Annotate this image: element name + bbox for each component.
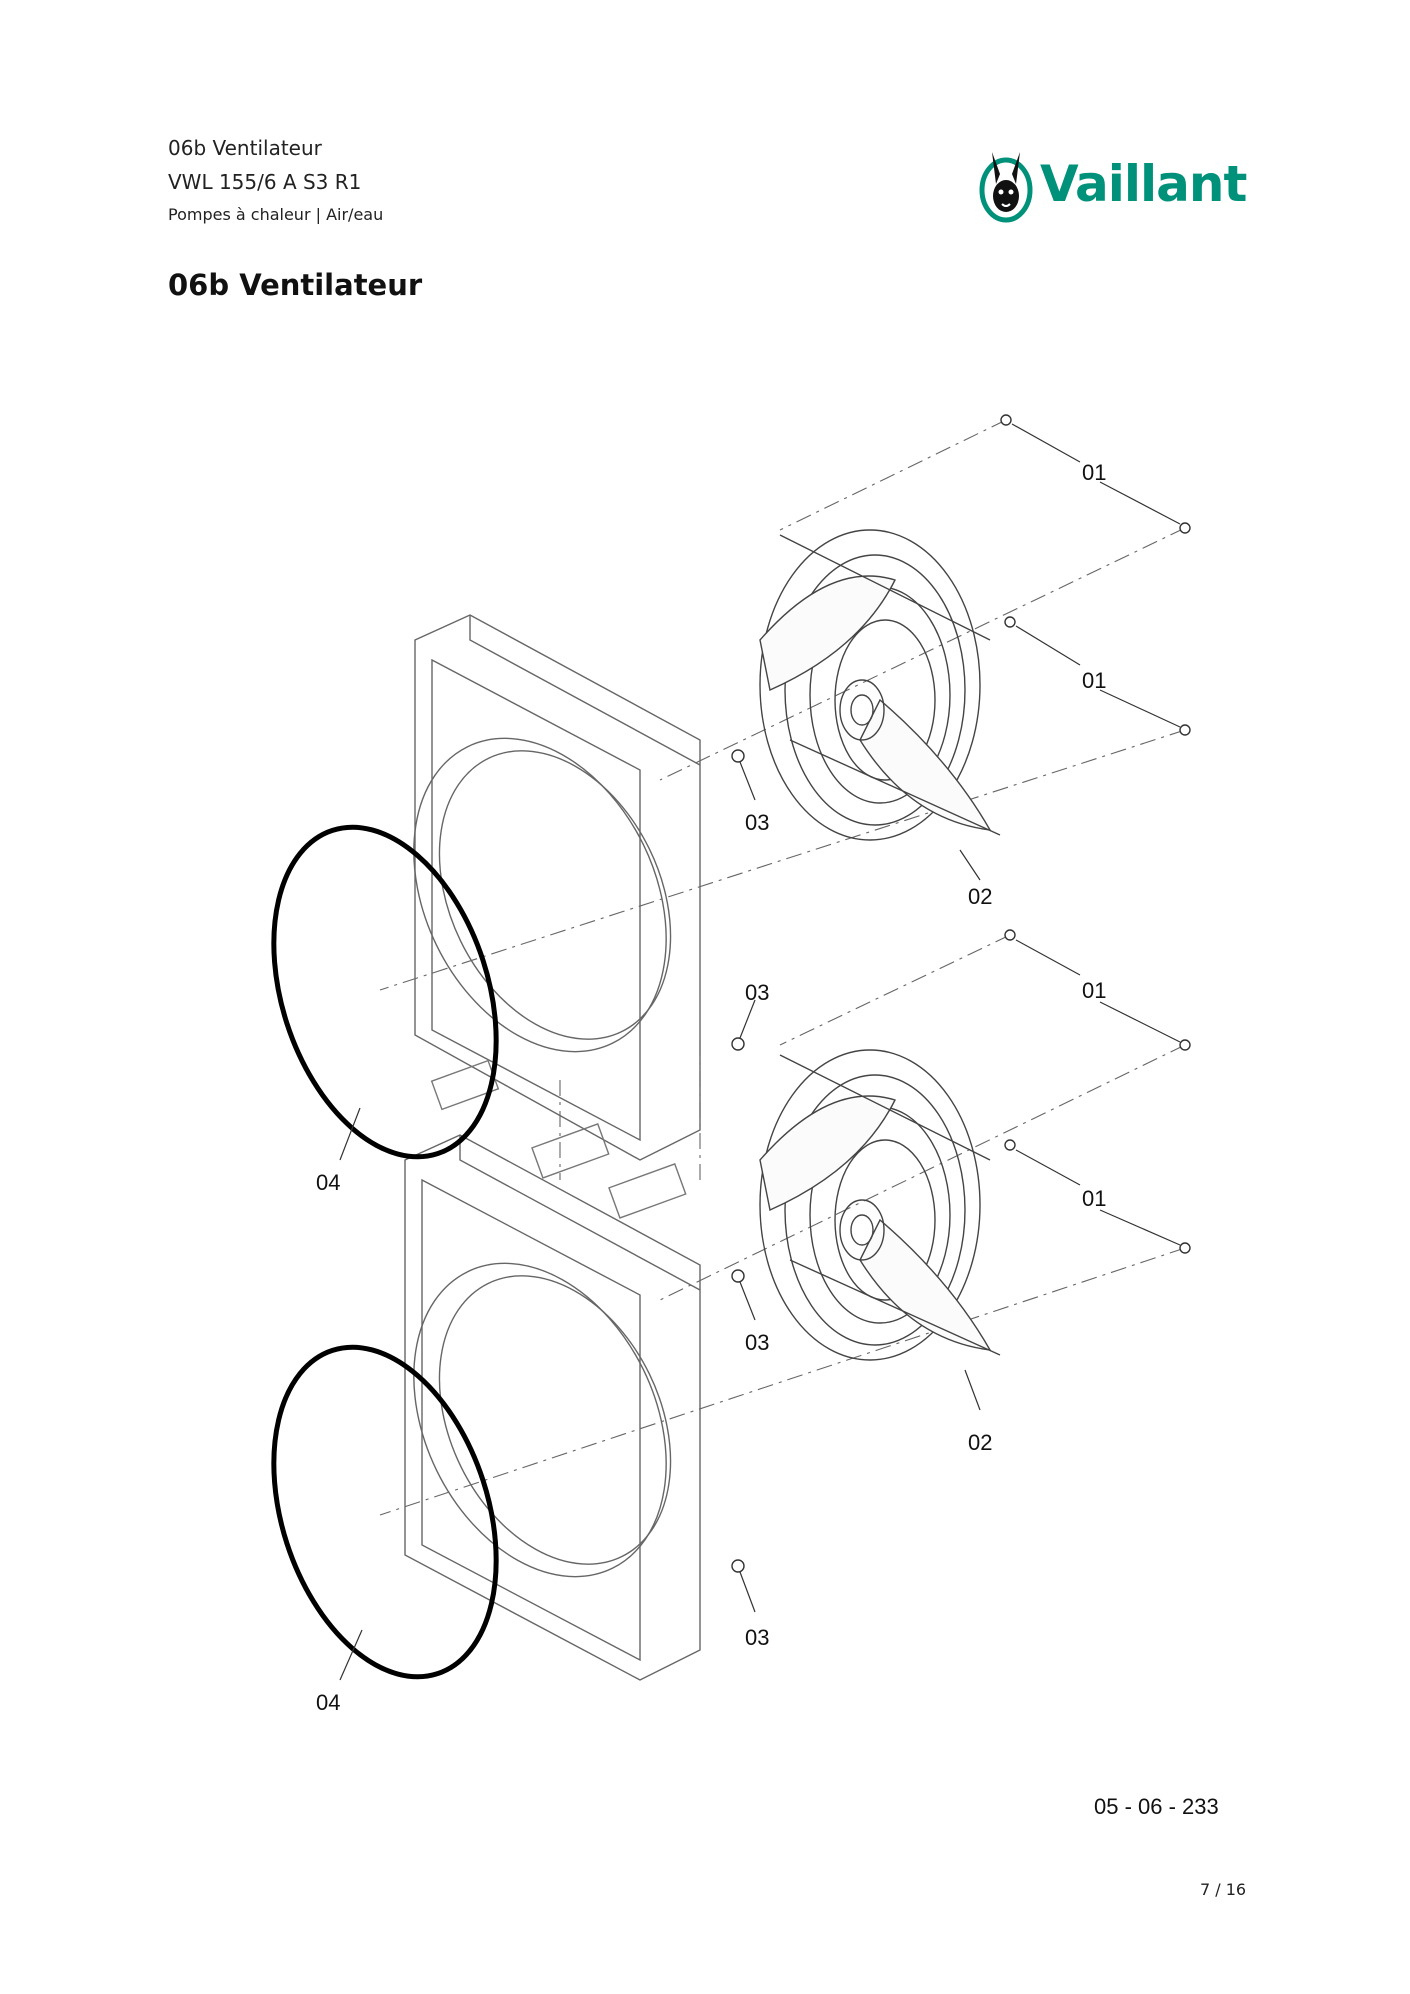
callout-01: 01	[1082, 978, 1106, 1003]
callout-02: 02	[968, 1430, 992, 1455]
housing-frame-lower	[404, 1134, 701, 1681]
callout-01: 01	[1082, 668, 1106, 693]
brackets	[430, 1059, 687, 1219]
callout-03: 03	[745, 1625, 769, 1650]
o-ring-upper	[271, 824, 499, 1160]
page-title: 06b Ventilateur	[168, 268, 423, 302]
hare-icon	[979, 152, 1033, 223]
header-model: VWL 155/6 A S3 R1	[168, 170, 362, 194]
callout-labels: 01 01 01 01 02 02 03 03 03 03 04 04	[316, 460, 1106, 1715]
callout-04: 04	[316, 1690, 340, 1715]
fan-assembly-upper	[759, 529, 1001, 841]
vaillant-logo: Vaillant	[978, 144, 1247, 224]
housing-frame-upper	[413, 614, 701, 1161]
screws	[731, 414, 1191, 1573]
callout-03: 03	[745, 980, 769, 1005]
callout-01: 01	[1082, 460, 1106, 485]
header-category: Pompes à chaleur | Air/eau	[168, 205, 384, 224]
page-number: 7 / 16	[1200, 1880, 1247, 1899]
o-ring-lower	[271, 1344, 499, 1680]
brand-name: Vaillant	[1040, 155, 1247, 213]
callout-03: 03	[745, 1330, 769, 1355]
callout-01: 01	[1082, 1186, 1106, 1211]
callout-02: 02	[968, 884, 992, 909]
drawing-number: 05 - 06 - 233	[1094, 1794, 1219, 1819]
header-section: 06b Ventilateur	[168, 136, 322, 160]
fan-assembly-lower	[759, 1049, 1001, 1361]
callout-04: 04	[316, 1170, 340, 1195]
callout-03: 03	[745, 810, 769, 835]
